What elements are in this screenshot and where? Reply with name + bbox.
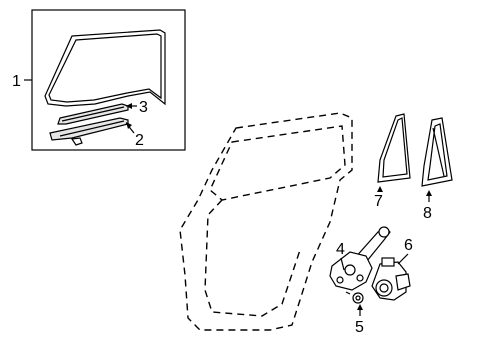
callout-8: 8 (423, 205, 432, 222)
quarter-window-glass-icon (377, 113, 411, 183)
callout-2: 2 (135, 132, 144, 149)
arrowhead-3 (126, 103, 132, 109)
regulator-bolt-icon (345, 291, 364, 304)
rear-door-outline (179, 112, 353, 331)
glass-run-channel-upper-icon (57, 103, 129, 125)
door-glass-icon (44, 29, 166, 107)
callout-1: 1 (12, 73, 21, 90)
regulator-motor-icon (371, 257, 411, 301)
leader-4 (340, 257, 345, 271)
callout-3: 3 (139, 99, 148, 116)
leader-6 (397, 253, 409, 265)
window-regulator-icon (329, 226, 391, 291)
callout-4: 4 (336, 241, 345, 258)
arrowhead-5 (357, 304, 363, 310)
quarter-window-frame-icon (421, 117, 453, 187)
callout-7: 7 (374, 193, 383, 210)
arrowhead-7 (377, 186, 383, 192)
arrowhead-8 (426, 190, 432, 196)
callout-5: 5 (355, 319, 364, 336)
callout-6: 6 (404, 237, 413, 254)
arrowhead-2 (126, 122, 132, 129)
